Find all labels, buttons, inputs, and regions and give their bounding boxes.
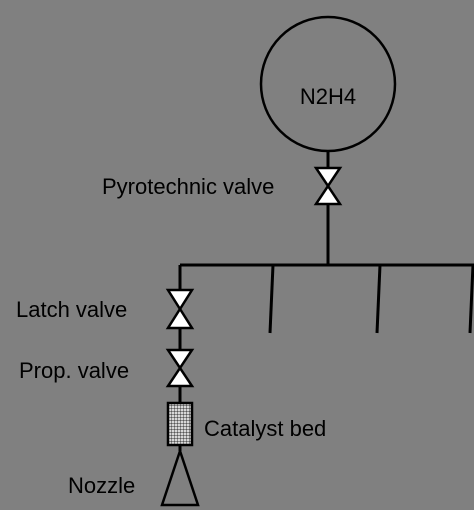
catalyst-bed-label: Catalyst bed [204,416,326,441]
latch-valve-icon [165,288,195,330]
pyrotechnic-valve-icon [313,166,343,206]
branch-line-3 [375,264,382,334]
nozzle-icon [160,447,200,507]
prop-valve-icon [165,348,195,388]
tank-label: N2H4 [300,84,356,109]
nozzle-label: Nozzle [68,473,135,498]
branch-line-4 [468,264,474,334]
prop-valve-label: Prop. valve [19,358,129,383]
catalyst-bed [166,401,194,447]
latch-valve-label: Latch valve [16,297,127,322]
branch-line-2 [268,264,275,334]
pyrotechnic-valve-label: Pyrotechnic valve [102,174,274,199]
